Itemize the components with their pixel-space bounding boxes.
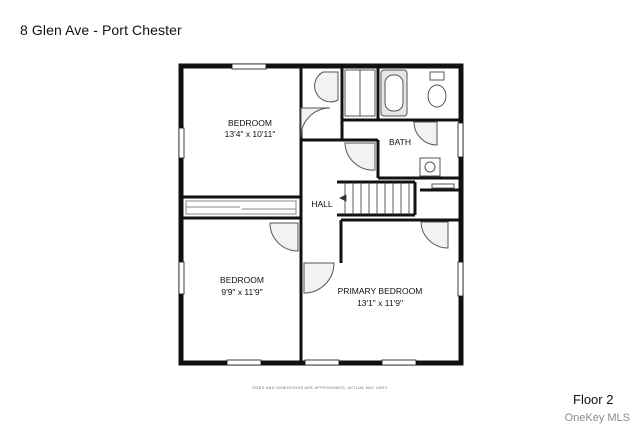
room-name: PRIMARY BEDROOM bbox=[338, 286, 423, 296]
room-name: BEDROOM bbox=[220, 275, 264, 285]
watermark: OneKey MLS bbox=[564, 412, 630, 424]
listing-title: 8 Glen Ave - Port Chester bbox=[20, 22, 182, 38]
windows bbox=[178, 63, 464, 366]
room-name: BEDROOM bbox=[228, 118, 272, 128]
room-labels: BEDROOM 13'4" x 10'11" BATH HALL BEDROOM… bbox=[220, 118, 422, 308]
room-size: 9'9" x 11'9" bbox=[221, 287, 262, 297]
room-name: HALL bbox=[311, 199, 333, 209]
floor-label: Floor 2 bbox=[573, 392, 614, 407]
room-size: 13'1" x 11'9" bbox=[357, 298, 403, 308]
door-swings bbox=[269, 71, 449, 294]
disclaimer: SIZES AND DIMENSIONS ARE APPROXIMATE, AC… bbox=[251, 385, 389, 390]
closet-strip bbox=[185, 200, 297, 215]
interior-walls bbox=[181, 66, 461, 363]
room-size: 13'4" x 10'11" bbox=[225, 129, 276, 139]
room-name: BATH bbox=[389, 137, 411, 147]
staircase bbox=[339, 182, 410, 215]
bath-fixtures bbox=[344, 69, 455, 189]
